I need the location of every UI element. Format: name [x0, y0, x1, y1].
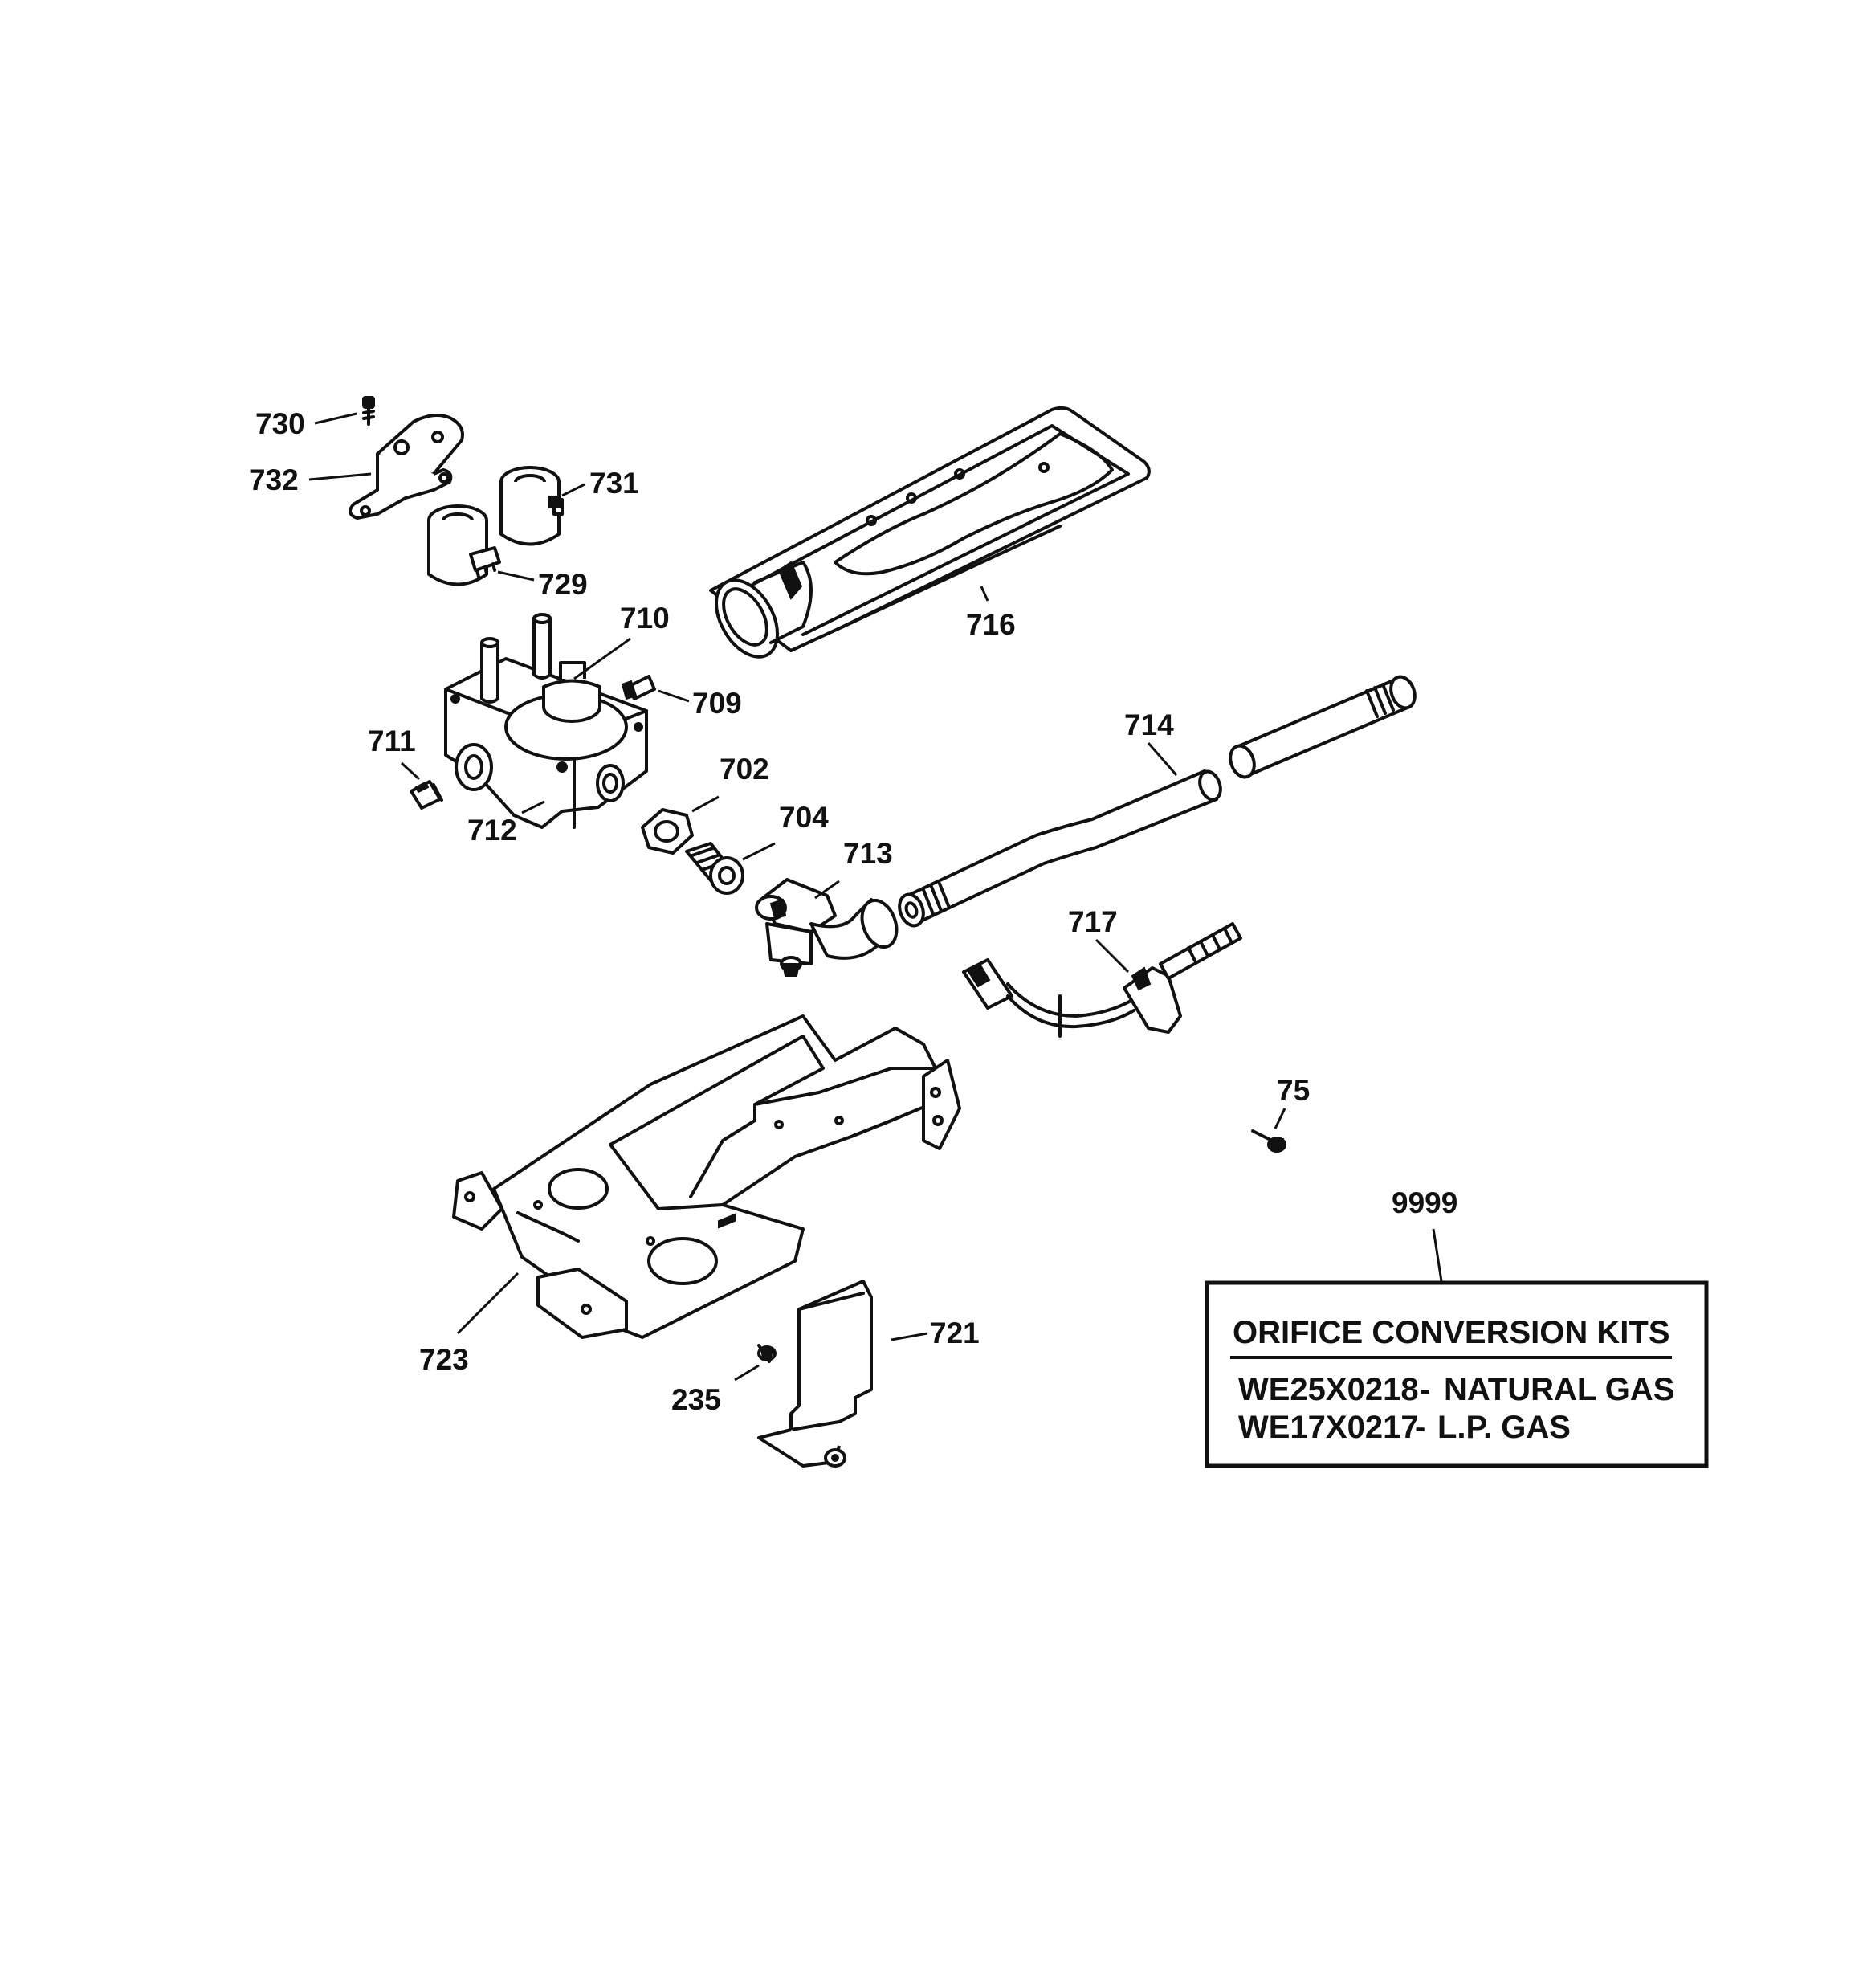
- kit-line-1-part: WE25X0218: [1238, 1372, 1419, 1407]
- kit-line-2-part: WE17X0217: [1238, 1410, 1419, 1445]
- callout-712: 712: [467, 814, 517, 847]
- leader-709: [658, 689, 690, 703]
- leader-235: [734, 1364, 760, 1382]
- leader-713: [814, 880, 840, 900]
- callout-235: 235: [671, 1383, 721, 1416]
- callout-702: 702: [720, 753, 769, 786]
- part-235-screw: [757, 1344, 777, 1363]
- part-714-manifold-pipe: [898, 675, 1417, 928]
- callout-731: 731: [589, 467, 639, 500]
- leader-711: [400, 761, 421, 781]
- callout-711: 711: [368, 725, 416, 757]
- leader-75: [1274, 1108, 1286, 1129]
- leader-723: [456, 1272, 520, 1335]
- part-731-coil: [499, 466, 564, 546]
- callout-717: 717: [1068, 905, 1118, 938]
- leader-710: [573, 637, 631, 680]
- leader-716: [980, 586, 989, 602]
- part-732-bracket: [349, 413, 464, 520]
- part-75-screw: [1251, 1129, 1286, 1153]
- callout-713: 713: [843, 837, 893, 870]
- leader-702: [691, 795, 720, 813]
- part-716-burner: [709, 406, 1151, 659]
- leader-704: [742, 842, 776, 861]
- leader-730: [314, 412, 357, 425]
- part-723-burner-bracket: [452, 1014, 961, 1339]
- callout-9999: 9999: [1392, 1186, 1457, 1219]
- part-730-screw: [362, 396, 375, 426]
- leader-732: [308, 472, 372, 481]
- callout-710: 710: [620, 602, 670, 635]
- callout-704: 704: [779, 801, 829, 834]
- kit-box-title: ORIFICE CONVERSION KITS: [1233, 1315, 1670, 1350]
- leader-717: [1095, 938, 1130, 974]
- leader-714: [1147, 742, 1178, 776]
- callout-714: 714: [1124, 708, 1174, 741]
- leader-712: [521, 800, 545, 814]
- part-710-gas-valve: [444, 613, 648, 829]
- kit-line-1-separator: -: [1420, 1372, 1430, 1407]
- kit-line-2-desc: L.P. GAS: [1437, 1410, 1571, 1445]
- callout-732: 732: [249, 463, 299, 496]
- part-709-orifice: [621, 675, 656, 700]
- kit-line-2-separator: -: [1415, 1410, 1425, 1445]
- callout-709: 709: [692, 687, 742, 720]
- part-713-shutoff-valve: [755, 878, 899, 977]
- callout-730: 730: [255, 407, 305, 440]
- part-721-heat-shield: [757, 1280, 873, 1468]
- leader-721: [891, 1332, 928, 1341]
- callout-723: 723: [419, 1343, 469, 1376]
- callout-716: 716: [966, 608, 1016, 641]
- callout-721: 721: [930, 1316, 980, 1349]
- callout-75: 75: [1277, 1074, 1310, 1107]
- part-729-coil: [427, 504, 501, 586]
- part-702-nut: [641, 808, 694, 855]
- orifice-conversion-kits-box: ORIFICE CONVERSION KITS WE25X0218 - NATU…: [1205, 1280, 1709, 1468]
- kit-line-1-desc: NATURAL GAS: [1444, 1372, 1674, 1407]
- part-704-fitting: [685, 842, 744, 895]
- part-711-plug: [410, 780, 443, 810]
- leader-9999: [1432, 1228, 1443, 1282]
- callout-729: 729: [538, 568, 588, 601]
- leader-731: [561, 483, 585, 497]
- leader-729: [497, 570, 535, 582]
- part-717-igniter: [962, 922, 1242, 1038]
